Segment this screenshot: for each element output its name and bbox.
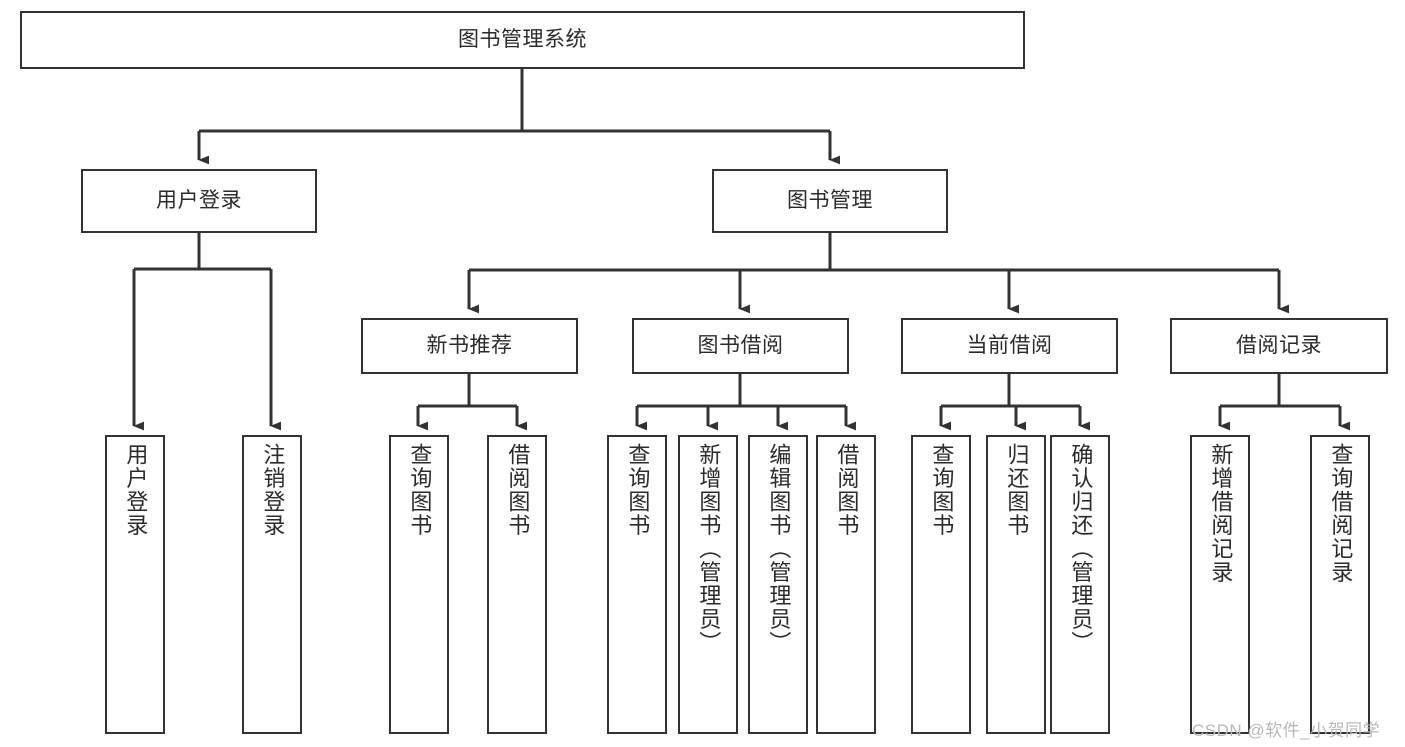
node-leaf-add-record[interactable]: 新增借阅记录: [1190, 435, 1250, 734]
node-new-book-recommend-label: 新书推荐: [426, 333, 513, 357]
node-leaf-query-record[interactable]: 查询借阅记录: [1310, 435, 1370, 734]
node-leaf-query-book-2[interactable]: 查询图书: [607, 435, 667, 734]
node-current-borrow[interactable]: 当前借阅: [901, 318, 1118, 374]
node-leaf-add-book-label: 新增图书（管理员）: [696, 443, 722, 655]
node-borrow-record[interactable]: 借阅记录: [1170, 318, 1388, 374]
node-book-management[interactable]: 图书管理: [712, 169, 948, 233]
node-leaf-query-book-2-label: 查询图书: [625, 443, 651, 537]
node-leaf-borrow-book-2-label: 借阅图书: [834, 443, 860, 537]
node-leaf-edit-book-label: 编辑图书（管理员）: [766, 443, 792, 655]
node-book-borrow-label: 图书借阅: [697, 333, 784, 357]
node-leaf-add-record-label: 新增借阅记录: [1208, 443, 1234, 584]
node-leaf-logout-label: 注销登录: [260, 443, 286, 537]
node-leaf-user-login-label: 用户登录: [123, 443, 149, 537]
node-leaf-confirm-return[interactable]: 确认归还（管理员）: [1050, 435, 1110, 734]
node-book-management-label: 图书管理: [787, 188, 873, 212]
node-leaf-confirm-return-label: 确认归还（管理员）: [1068, 443, 1094, 655]
node-leaf-query-book-3-label: 查询图书: [929, 443, 955, 537]
node-leaf-user-login[interactable]: 用户登录: [105, 435, 165, 734]
node-borrow-record-label: 借阅记录: [1236, 333, 1322, 357]
node-root-label: 图书管理系统: [458, 27, 587, 51]
node-user-login[interactable]: 用户登录: [81, 169, 317, 233]
node-leaf-borrow-book-1[interactable]: 借阅图书: [487, 435, 547, 734]
node-leaf-query-book-1[interactable]: 查询图书: [389, 435, 449, 734]
node-leaf-return-book[interactable]: 归还图书: [986, 435, 1046, 734]
node-root[interactable]: 图书管理系统: [20, 11, 1025, 69]
node-leaf-query-book-3[interactable]: 查询图书: [911, 435, 971, 734]
node-user-login-label: 用户登录: [156, 188, 242, 212]
node-new-book-recommend[interactable]: 新书推荐: [361, 318, 578, 374]
node-leaf-edit-book[interactable]: 编辑图书（管理员）: [748, 435, 808, 734]
node-current-borrow-label: 当前借阅: [966, 333, 1053, 357]
node-leaf-borrow-book-1-label: 借阅图书: [505, 443, 531, 537]
node-leaf-query-record-label: 查询借阅记录: [1328, 443, 1354, 584]
node-leaf-add-book[interactable]: 新增图书（管理员）: [678, 435, 738, 734]
node-leaf-borrow-book-2[interactable]: 借阅图书: [816, 435, 876, 734]
node-leaf-query-book-1-label: 查询图书: [407, 443, 433, 537]
node-leaf-return-book-label: 归还图书: [1004, 443, 1030, 537]
node-leaf-logout[interactable]: 注销登录: [242, 435, 302, 734]
node-book-borrow[interactable]: 图书借阅: [632, 318, 849, 374]
